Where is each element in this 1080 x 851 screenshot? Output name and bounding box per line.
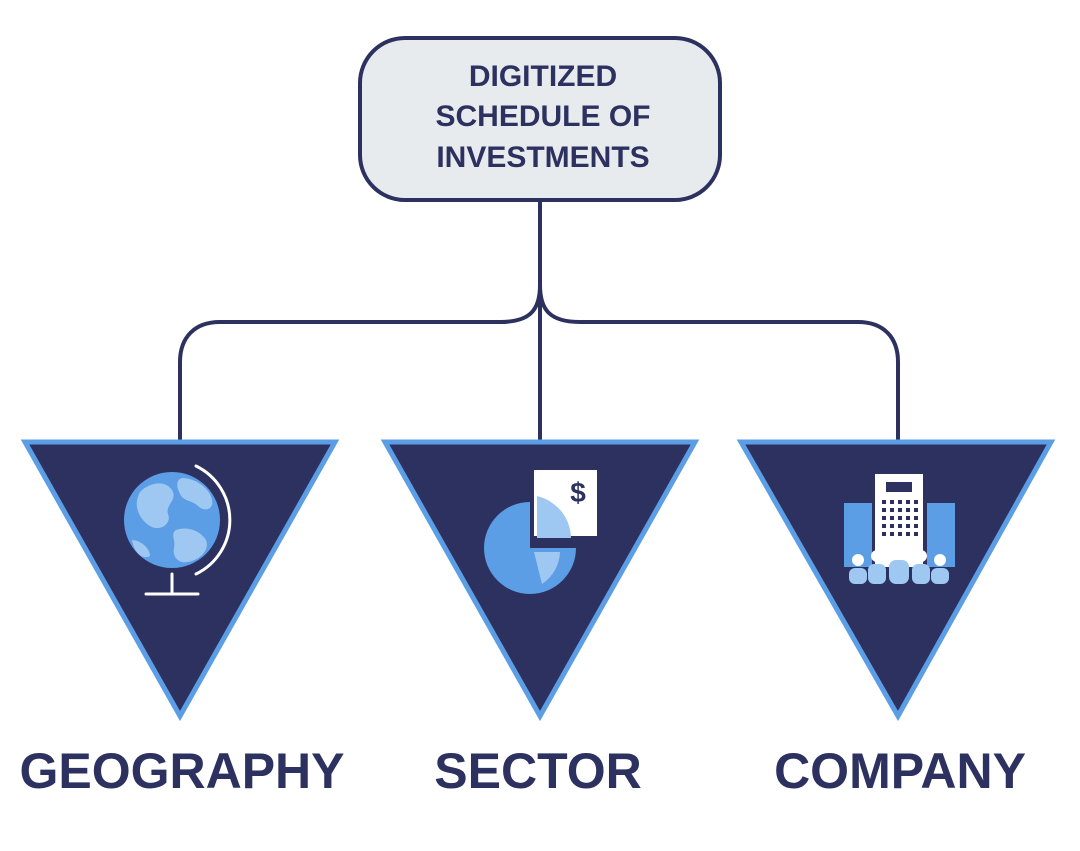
- label-company: COMPANY: [774, 743, 1026, 799]
- people-group: [849, 544, 949, 584]
- dollar-glyph: $: [570, 477, 586, 508]
- root-line-1: DIGITIZED: [469, 60, 617, 93]
- branch-sector: $: [380, 439, 700, 722]
- pie-chart-dollar-icon: $: [484, 470, 597, 594]
- root-line-2: SCHEDULE OF: [435, 100, 650, 133]
- connector-lines: [178, 198, 900, 442]
- label-geography: GEOGRAPHY: [19, 743, 344, 799]
- branch-company: [736, 439, 1056, 722]
- geography-triangle: [20, 439, 340, 722]
- connector-left: [178, 283, 542, 442]
- connector-right: [538, 283, 900, 442]
- branch-geography: [20, 439, 340, 722]
- office-building-people-icon: [844, 474, 955, 584]
- building-windows: [882, 500, 918, 536]
- root-line-3: INVESTMENTS: [436, 141, 649, 174]
- root-box: [358, 36, 722, 202]
- label-sector: SECTOR: [434, 743, 641, 799]
- root-node: DIGITIZED SCHEDULE OF INVESTMENTS: [358, 36, 722, 202]
- globe-icon: [124, 464, 232, 596]
